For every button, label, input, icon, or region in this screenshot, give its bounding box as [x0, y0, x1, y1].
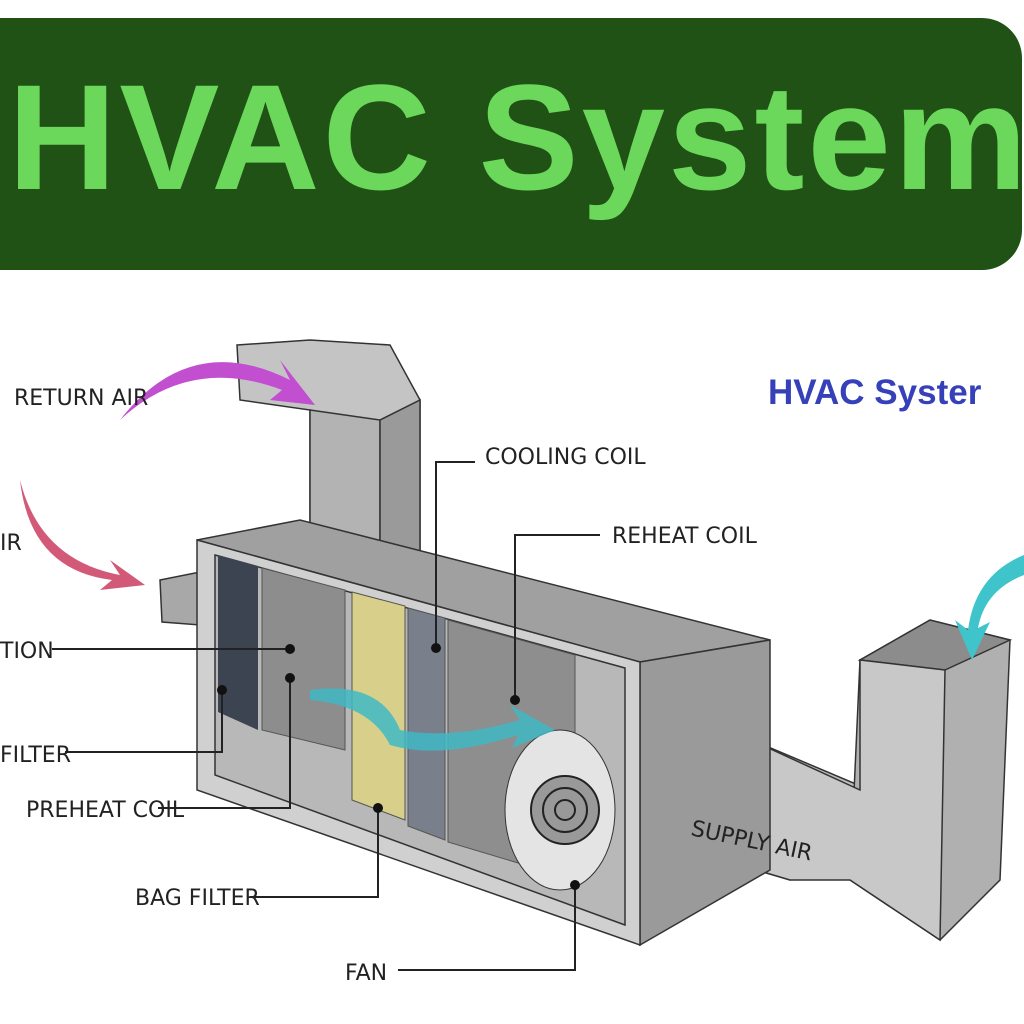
leader-dots [217, 643, 580, 890]
fan [504, 729, 616, 891]
label-cooling-coil: COOLING COIL [485, 445, 646, 470]
label-mixing-section: TION [0, 639, 54, 664]
supply-air-arrow [955, 555, 1024, 660]
label-fan: FAN [345, 961, 387, 986]
preheat-coil [261, 567, 346, 751]
internal-airflow-arrow [310, 688, 555, 751]
page-title: HVAC System [8, 53, 1024, 221]
outside-air-inlet [159, 571, 201, 626]
label-bag-filter: BAG FILTER [135, 886, 260, 911]
diagram-subtitle: HVAC Syster [768, 373, 982, 412]
filter-panel [218, 555, 258, 730]
label-reheat-coil: REHEAT COIL [612, 524, 758, 549]
leader-lines [52, 461, 600, 971]
outside-air-arrow [20, 480, 145, 590]
title-banner [0, 18, 1022, 270]
return-air-arrow [120, 360, 315, 420]
label-outside-air: IR [0, 531, 22, 556]
label-preheat-coil: PREHEAT COIL [26, 798, 185, 823]
label-filter: FILTER [0, 743, 71, 768]
cooling-coil [407, 607, 446, 841]
label-return-air: RETURN AIR [14, 386, 148, 411]
